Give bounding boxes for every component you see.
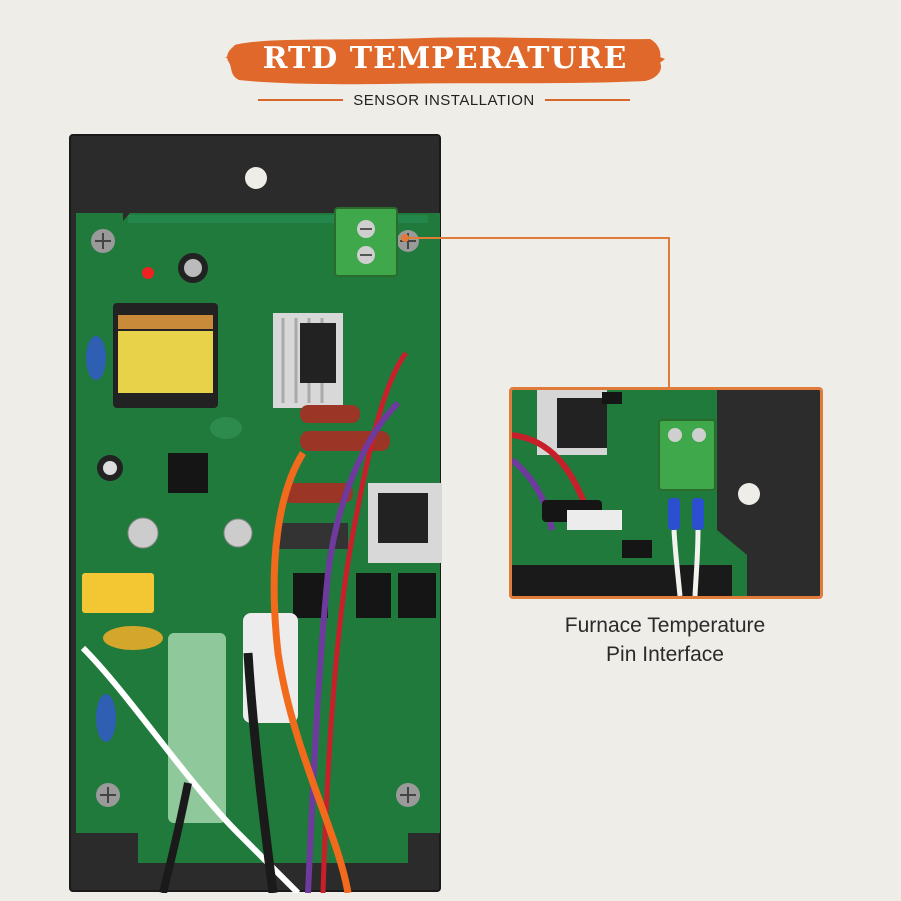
callout-caption: Furnace Temperature Pin Interface — [515, 611, 815, 669]
brush-stroke-graphic — [225, 37, 665, 85]
subtitle-row: SENSOR INSTALLATION — [258, 90, 631, 110]
caption-line-2: Pin Interface — [606, 643, 724, 666]
terminal-closeup-photo — [512, 390, 820, 596]
page-title: RTD TEMPERATURE — [262, 41, 628, 76]
terminal-closeup-inset — [509, 387, 823, 599]
page-subtitle: SENSOR INSTALLATION — [353, 91, 535, 109]
caption-line-1: Furnace Temperature — [564, 614, 766, 637]
title-banner: RTD TEMPERATURE — [225, 33, 665, 87]
subtitle-rule-right — [544, 99, 631, 101]
subtitle-rule-left — [258, 99, 344, 101]
pcb-board-photo — [69, 134, 442, 893]
